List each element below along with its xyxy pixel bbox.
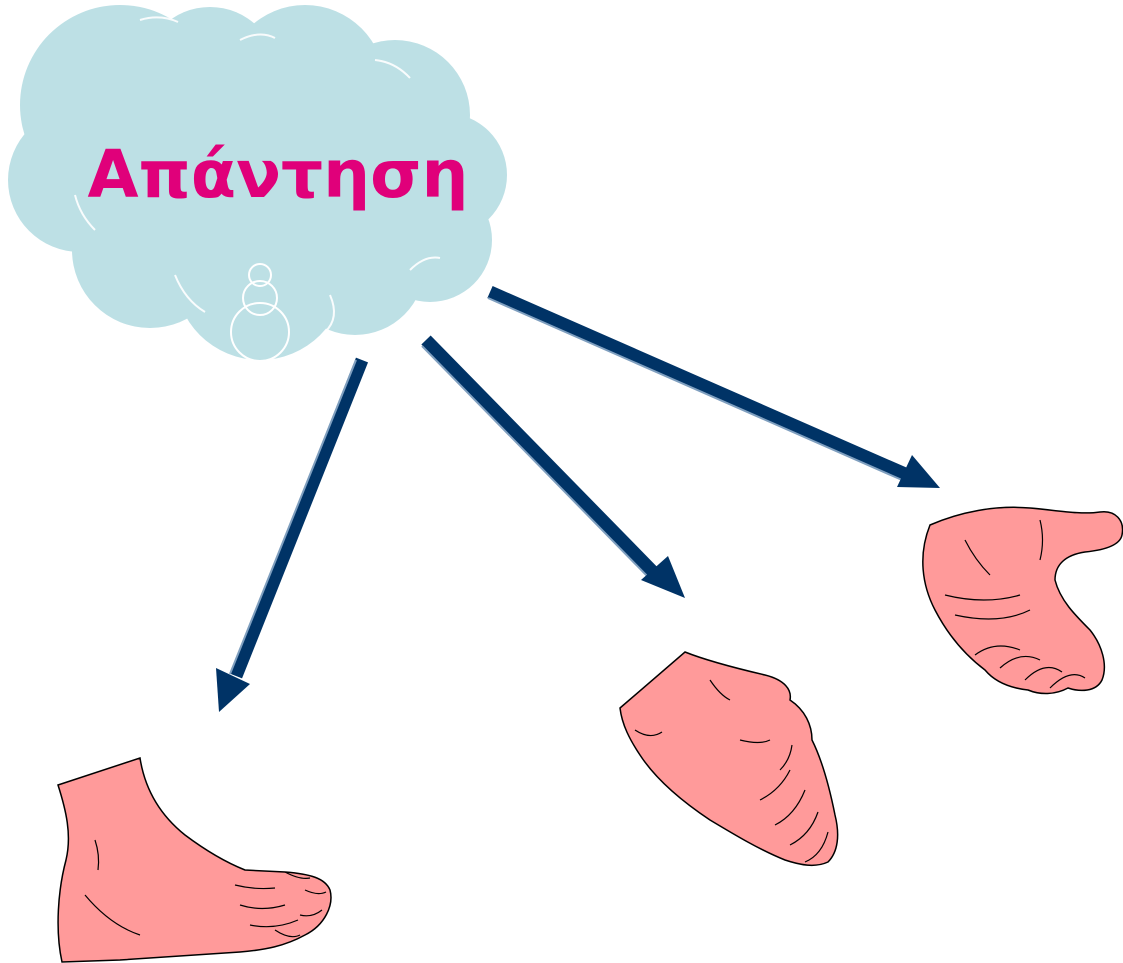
arrow-to-foot bbox=[216, 360, 362, 712]
arrow-to-fist bbox=[422, 340, 685, 598]
open-palm-hand-icon bbox=[923, 507, 1123, 693]
arrow-to-palm bbox=[488, 292, 940, 488]
foot-icon bbox=[58, 758, 331, 962]
arrows bbox=[216, 292, 940, 712]
cloud-label: Απάντηση bbox=[87, 136, 468, 213]
fist-hand-icon bbox=[620, 652, 838, 865]
thought-cloud: Απάντηση bbox=[8, 5, 507, 361]
